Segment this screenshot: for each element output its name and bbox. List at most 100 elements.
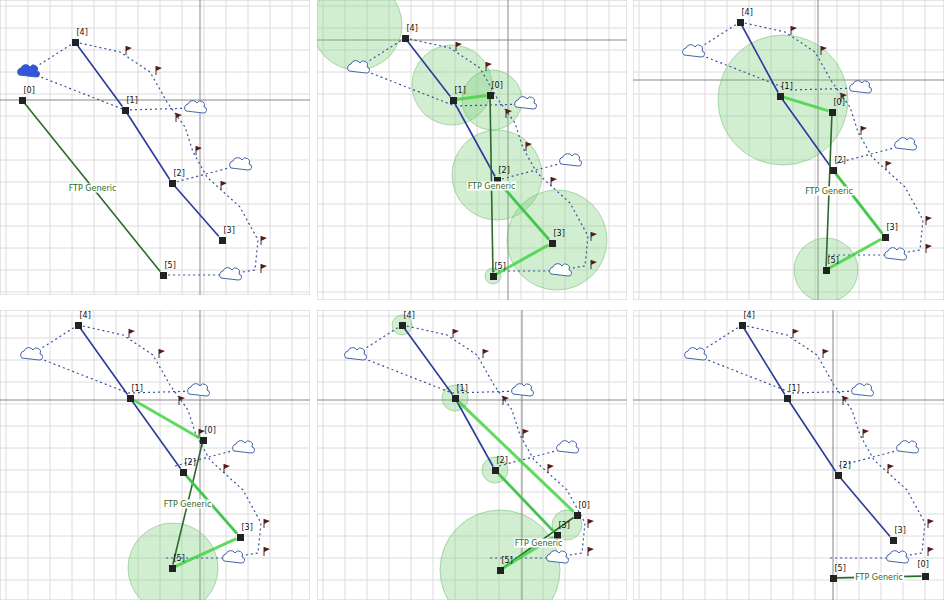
- coverage-circle: [794, 238, 858, 300]
- link-line: [175, 187, 219, 237]
- cloud-icon: [895, 138, 917, 150]
- dotted-route: [405, 38, 588, 271]
- node-marker: [3]: [219, 237, 226, 244]
- node-marker: [2]: [830, 167, 837, 174]
- coverage-circle: [440, 510, 560, 600]
- flag-icon: [156, 66, 162, 75]
- node-label: [3]: [554, 229, 565, 238]
- node-marker: [3]: [549, 240, 556, 247]
- node-label: [0]: [24, 86, 35, 95]
- link-label: FTP Generic: [514, 538, 564, 547]
- cloud-icon: [852, 384, 874, 396]
- node-label: [5]: [495, 262, 506, 271]
- link-line: [784, 97, 829, 111]
- map-panel: [633, 0, 944, 300]
- cloud-icon: [887, 551, 909, 563]
- dotted-route: [402, 325, 585, 558]
- node-marker: [4]: [739, 322, 746, 329]
- flag-icon: [591, 232, 597, 241]
- node-marker: [3]: [882, 234, 889, 241]
- flag-icon: [926, 244, 932, 253]
- node-label: [4]: [80, 311, 91, 320]
- node-marker: [5]: [490, 273, 497, 280]
- node-label: [5]: [502, 556, 513, 565]
- flag-icon: [821, 46, 827, 55]
- flag-icon: [526, 142, 532, 151]
- node-label: [4]: [744, 311, 755, 320]
- node-marker: [1]: [122, 107, 129, 114]
- node-label: [4]: [77, 28, 88, 37]
- node-marker: [3]: [237, 534, 244, 541]
- node-label: [0]: [579, 501, 590, 510]
- flag-icon: [926, 216, 932, 225]
- flag-icon: [261, 264, 267, 273]
- node-marker: [1]: [452, 395, 459, 402]
- link-line: [742, 26, 778, 93]
- node-marker: [0]: [574, 512, 581, 519]
- coverage-circle: [317, 0, 402, 70]
- link-line: [841, 479, 890, 537]
- axis-line: [317, 400, 627, 401]
- cloud-icon: [223, 551, 245, 563]
- link-line: [504, 518, 574, 568]
- dotted-route: [693, 22, 790, 90]
- link-line: [836, 174, 883, 234]
- node-marker: [1]: [777, 93, 784, 100]
- flag-icon: [264, 519, 270, 528]
- node-label: [3]: [895, 526, 906, 535]
- link-line: [405, 329, 453, 395]
- flag-icon: [224, 464, 230, 473]
- node-label: [1]: [789, 384, 800, 393]
- node-label: [0]: [205, 426, 216, 435]
- node-marker: [0]: [922, 573, 929, 580]
- cloud-icon: [515, 97, 537, 109]
- cloud-icon: [230, 158, 252, 170]
- node-marker: [0]: [829, 109, 836, 116]
- node-label: [1]: [455, 86, 466, 95]
- flag-icon: [159, 349, 165, 358]
- flag-icon: [861, 126, 867, 135]
- link-label: FTP Generic: [854, 573, 904, 582]
- node-label: [2]: [497, 456, 508, 465]
- cloud-icon: [345, 348, 367, 360]
- node-label: [4]: [404, 311, 415, 320]
- cloud-icon: [185, 101, 207, 113]
- node-marker: [4]: [402, 35, 409, 42]
- cloud-icon: [512, 384, 534, 396]
- flag-icon: [486, 62, 492, 71]
- flag-icon: [264, 547, 270, 556]
- cloud-icon: [685, 348, 707, 360]
- axis-line: [0, 400, 310, 401]
- flag-icon: [888, 464, 894, 473]
- link-label: FTP Generic: [467, 181, 517, 190]
- flag-icon: [483, 349, 489, 358]
- cloud-icon: [21, 348, 43, 360]
- map-panel: [0, 310, 310, 600]
- flag-icon: [523, 429, 529, 438]
- cloud-icon: [885, 248, 907, 260]
- node-marker: [5]: [160, 272, 167, 279]
- dotted-route: [355, 325, 452, 393]
- node-label: [3]: [224, 226, 235, 235]
- node-label: [4]: [407, 24, 418, 33]
- link-line: [498, 474, 553, 532]
- cloud-icon: [188, 384, 210, 396]
- dotted-route: [837, 145, 905, 163]
- cloud-icon: [557, 441, 579, 453]
- map-panel: [317, 0, 627, 300]
- cloud-icon: [547, 551, 569, 563]
- node-label: [4]: [742, 8, 753, 17]
- map-panel: [0, 0, 310, 295]
- flag-icon: [843, 396, 849, 405]
- cloud-icon: [233, 441, 255, 453]
- node-label: [2]: [185, 458, 196, 467]
- node-marker: [1]: [784, 395, 791, 402]
- dotted-route: [742, 325, 925, 558]
- node-marker: [5]: [497, 567, 504, 574]
- link-line: [500, 184, 549, 240]
- node-label: [2]: [835, 156, 846, 165]
- link-line: [500, 184, 549, 240]
- flag-icon: [591, 260, 597, 269]
- node-marker: [5]: [830, 575, 837, 582]
